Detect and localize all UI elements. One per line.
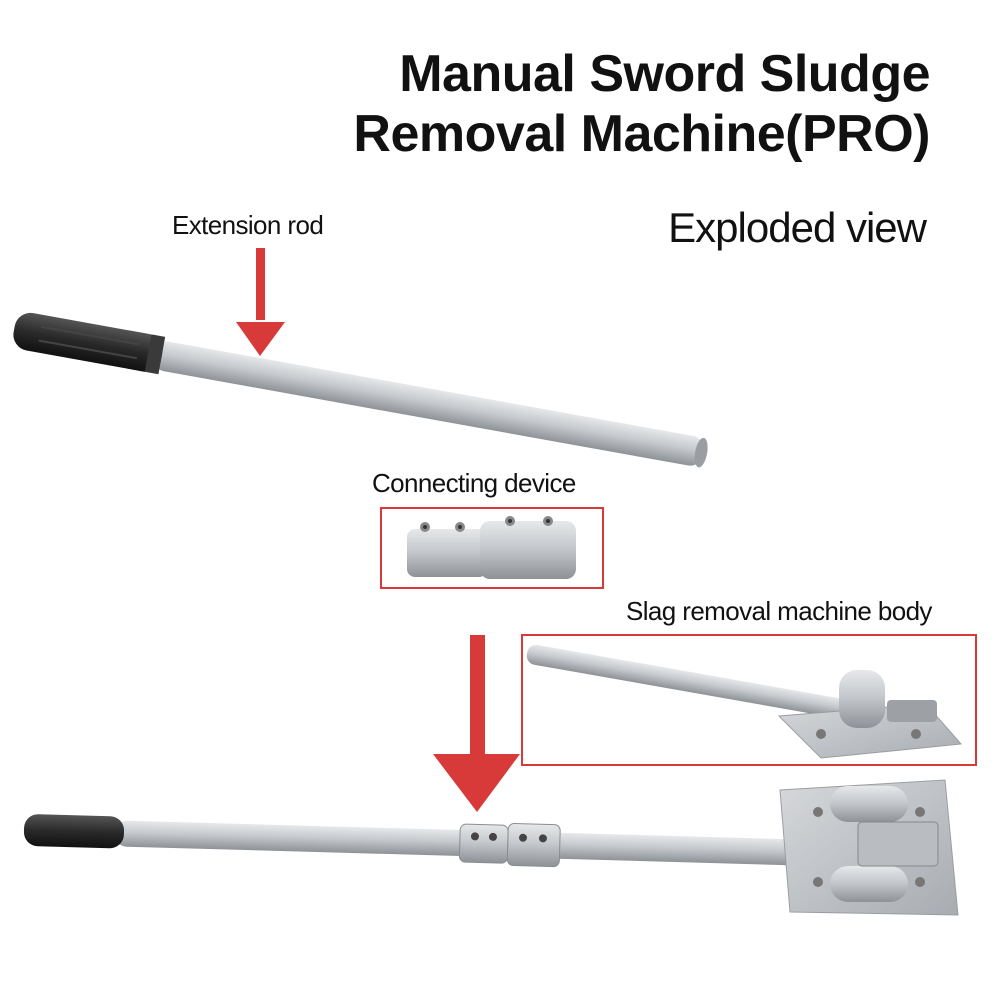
machine-body-image xyxy=(526,644,963,759)
connecting-device-box xyxy=(380,507,604,589)
connecting-device-label: Connecting device xyxy=(372,468,576,498)
extension-rod-label: Extension rod xyxy=(172,210,324,240)
subtitle: Exploded view xyxy=(668,204,927,251)
connecting-device-image xyxy=(407,516,576,579)
machine-body-label: Slag removal machine body xyxy=(626,596,932,626)
page-title: Manual Sword Sludge Removal Machine(PRO) xyxy=(190,44,930,164)
machine-body-box xyxy=(521,634,977,766)
title-line-2: Removal Machine(PRO) xyxy=(353,105,930,163)
title-line-1: Manual Sword Sludge xyxy=(399,45,930,103)
